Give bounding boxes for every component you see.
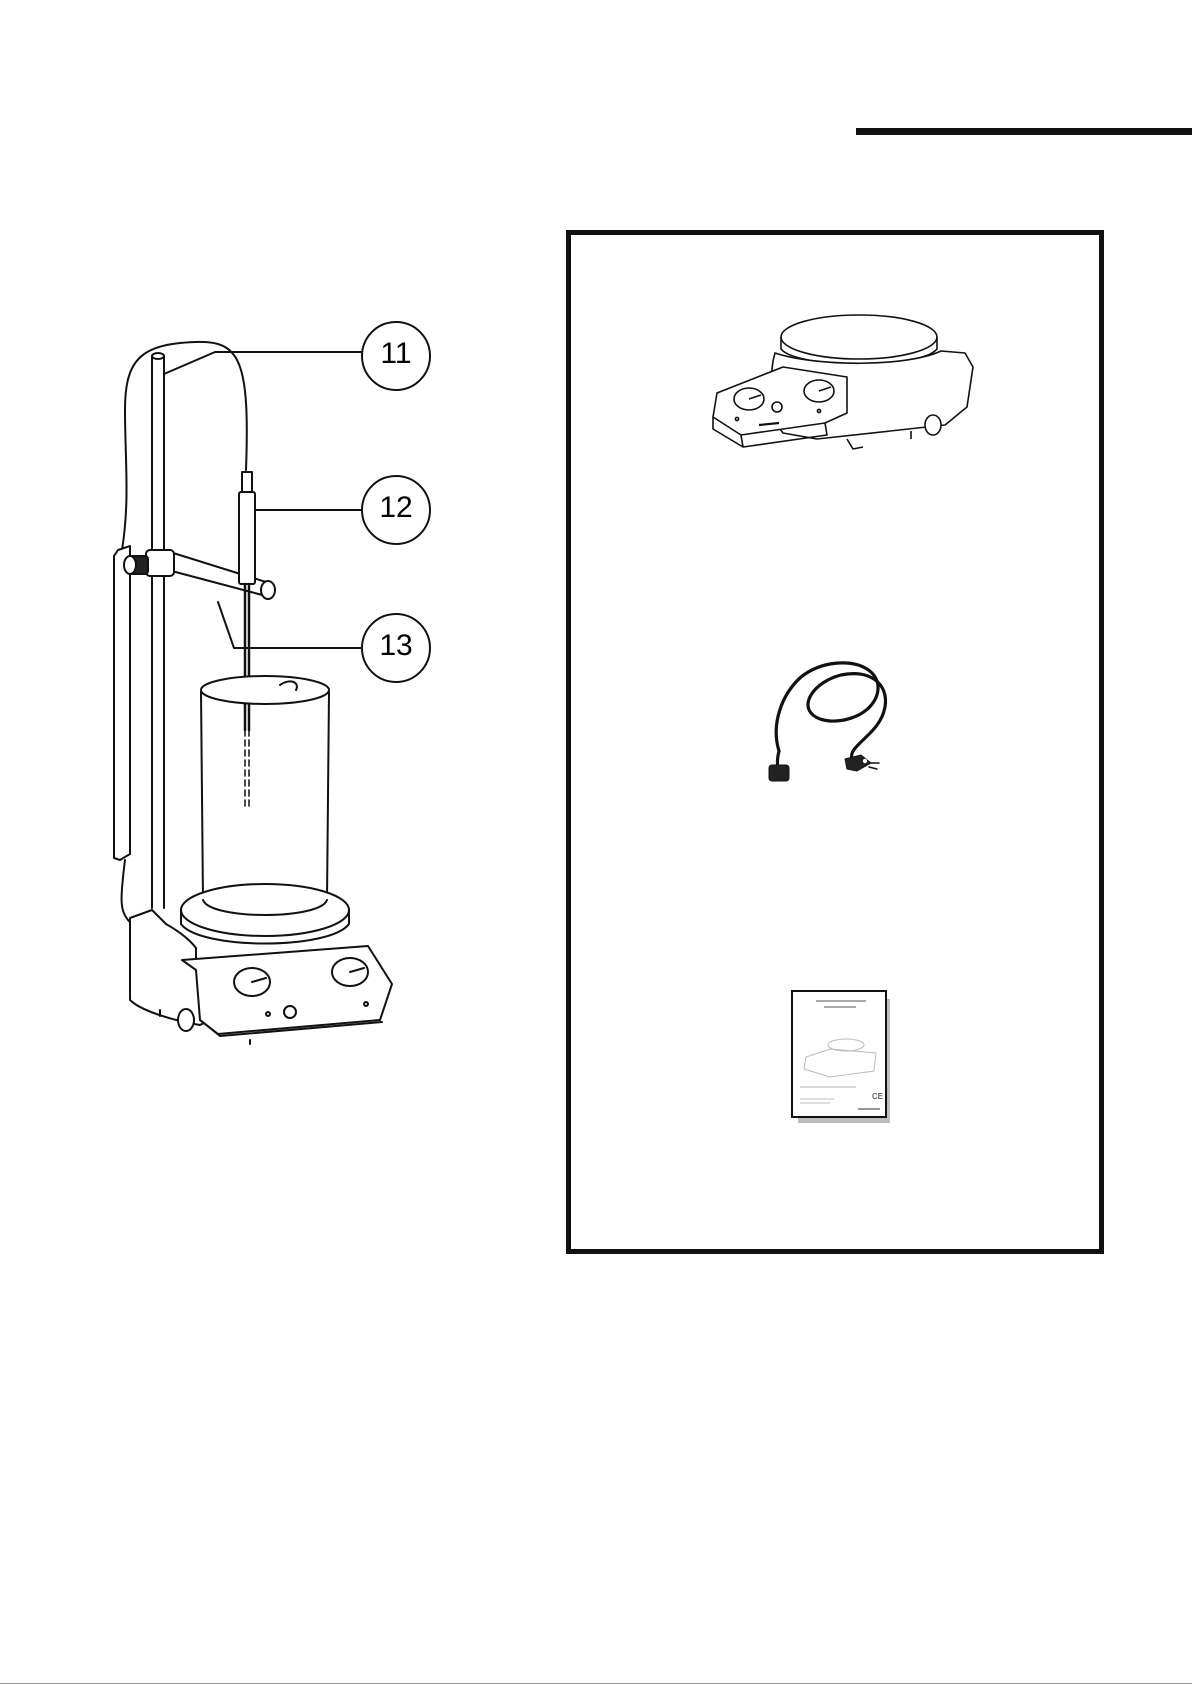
boss-clamp <box>146 550 174 576</box>
header-rule <box>856 128 1192 135</box>
probe-handle <box>239 492 255 584</box>
sensor-cable <box>116 342 247 570</box>
power-button <box>284 1006 296 1018</box>
callout-13: 13 <box>360 612 432 684</box>
package-contents-box: CE <box>566 230 1104 1254</box>
callout-number: 12 <box>360 491 432 525</box>
beaker-rim <box>201 676 329 704</box>
callout-11: 11 <box>360 320 432 392</box>
instruction-manual-drawing: CE <box>786 987 898 1127</box>
assembly-drawing <box>100 320 460 1080</box>
footer-rule <box>0 1683 1192 1684</box>
hotplate-stirrer-drawing <box>697 307 983 457</box>
callout-number: 13 <box>360 629 432 663</box>
assembly-illustration: 11 12 13 <box>100 320 460 1080</box>
hotplate-stirrer-illustration <box>697 307 983 462</box>
callout-12: 12 <box>360 474 432 546</box>
instruction-manual-illustration: CE <box>786 987 898 1132</box>
clamp-knob-face <box>124 556 136 574</box>
leader-line-13 <box>218 602 362 648</box>
beaker-walls <box>201 692 329 900</box>
probe-shaft <box>245 584 249 730</box>
probe-submerged <box>245 730 249 810</box>
probe-collar <box>242 472 252 492</box>
callout-number: 11 <box>360 337 432 371</box>
leader-line-11 <box>164 352 362 374</box>
arm-end-cap <box>261 581 275 599</box>
control-panel <box>182 946 392 1034</box>
hotplate-top <box>181 884 349 936</box>
manual-mark: CE <box>872 1092 883 1101</box>
cable-sleeve <box>114 546 130 860</box>
foot <box>178 1009 194 1031</box>
power-cord-drawing <box>761 655 911 785</box>
power-cord-illustration <box>761 655 911 790</box>
stand-rod <box>152 356 164 908</box>
rod-top <box>152 353 164 359</box>
